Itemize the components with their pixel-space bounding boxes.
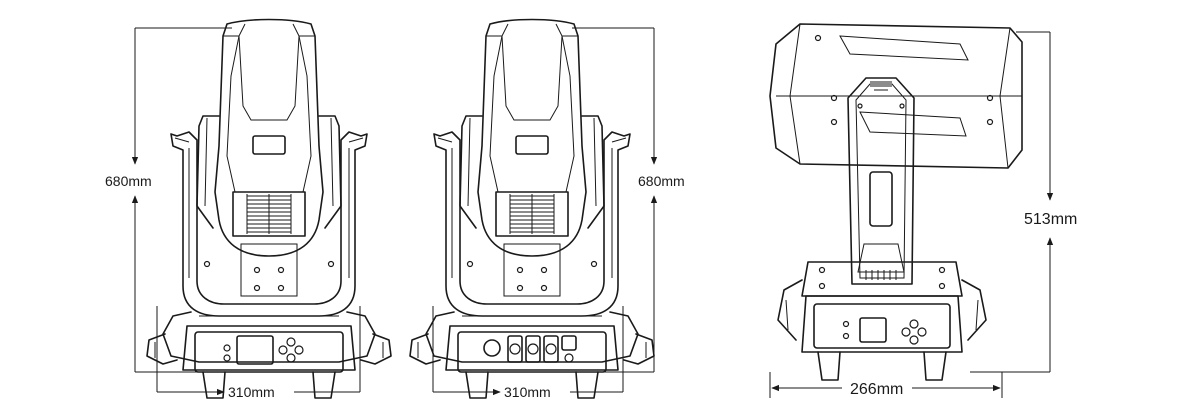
side-width-dimension bbox=[769, 372, 1003, 398]
side-width-label: 266mm bbox=[850, 381, 903, 398]
back-width-label: 310mm bbox=[504, 384, 551, 400]
vent-grille bbox=[246, 194, 292, 234]
back-height-dimension bbox=[572, 27, 658, 373]
front-height-dimension bbox=[131, 27, 232, 373]
front-height-label: 680mm bbox=[105, 173, 152, 189]
back-height-label: 680mm bbox=[638, 173, 685, 189]
side-view bbox=[769, 23, 1023, 381]
front-width-label: 310mm bbox=[228, 384, 275, 400]
side-height-dimension bbox=[970, 31, 1054, 373]
front-view bbox=[146, 18, 392, 399]
connector-panel bbox=[483, 335, 577, 363]
control-panel bbox=[223, 335, 304, 365]
back-view bbox=[409, 18, 655, 399]
front-width-dimension bbox=[156, 306, 361, 393]
back-vent-grille bbox=[509, 194, 555, 234]
side-height-label: 513mm bbox=[1024, 211, 1077, 228]
